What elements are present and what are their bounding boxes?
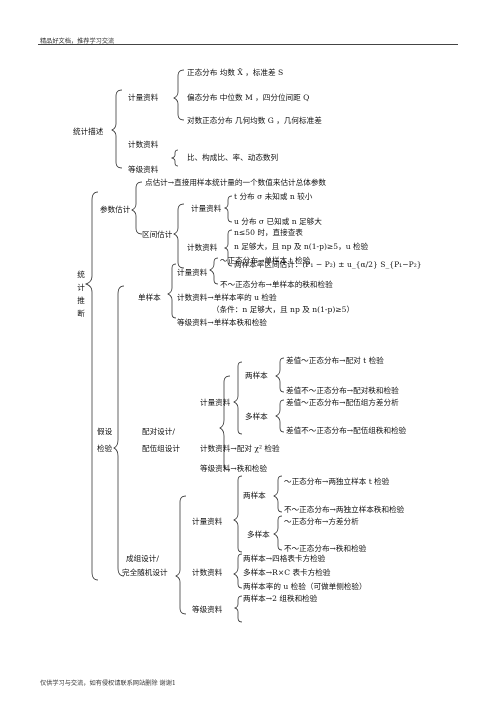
g-t1: ～正态分布→两独立样本 t 检验	[284, 477, 390, 486]
infer-root: 统 计 推 断	[76, 268, 86, 320]
p-m2: 差值不～正态分布→配伍组秩和检验	[286, 426, 407, 435]
header-rule	[38, 44, 458, 45]
interval: 区间估计	[142, 230, 173, 239]
g-m2: 不～正态分布→秩和检验	[284, 544, 367, 553]
param: 参数估计	[100, 205, 131, 214]
single: 单样本	[138, 293, 161, 302]
p-m1: 差值～正态分布→配伍组方差分析	[286, 398, 399, 407]
iv-c3: 两样本率区间估计：(P₁ − P₂) ± u_{α/2} S_{P₁−P₂}	[234, 260, 422, 269]
p-multi: 多样本	[245, 412, 268, 421]
g-count: 计数资料	[192, 568, 223, 577]
s-measure: 计量资料	[177, 268, 208, 277]
infer-root-char: 统	[77, 270, 85, 279]
g-measure: 计量资料	[192, 517, 223, 526]
infer-root-char: 计	[77, 283, 85, 292]
s-m2: 不～正态分布→单样本的秩和检验	[220, 280, 333, 289]
iv-measure: 计量资料	[191, 204, 222, 213]
infer-root-char: 断	[77, 309, 85, 318]
hyp-label-2: 检验	[97, 444, 113, 453]
group-label-1: 成组设计/	[126, 554, 159, 563]
p-t1: 差值～正态分布→配对 t 检验	[286, 356, 384, 365]
g-rank: 等级资料	[192, 605, 223, 614]
p-rank: 等级资料→秩和检验	[200, 464, 268, 473]
p-count: 计数资料→配对 χ² 检验	[200, 444, 280, 453]
s-note: （条件：n 足够大，且 np 及 n(1-p)≥5）	[212, 305, 355, 314]
desc-m1: 正态分布 均数 X̄ ，标准差 S	[187, 68, 284, 77]
g-c2: 多样本→R×C 表卡方检验	[243, 568, 331, 577]
page-footer: 仅供学习与交流，如有侵权请联系网站删除 谢谢1	[40, 680, 176, 687]
g-c3: 两样本率的 u 检验（可做单侧检验）	[243, 582, 367, 591]
desc-rank: 等级资料	[128, 165, 159, 174]
group-label-2: 完全随机设计	[122, 568, 168, 577]
p-t2: 差值不～正态分布→配对秩和检验	[286, 386, 399, 395]
iv-count: 计数资料	[187, 243, 218, 252]
g-m1: ～正态分布→方差分析	[284, 517, 359, 526]
g-r1: 两样本→2 组秩和检验	[243, 594, 318, 603]
desc-measure: 计量资料	[128, 93, 159, 102]
iv-c1: n≤50 时，直接查表	[234, 228, 303, 237]
iv-u: u 分布 σ 已知或 n 足够大	[234, 217, 322, 226]
point-estimate: 点估计→直接用样本统计量的一个数值来估计总体参数	[145, 178, 327, 187]
g-two: 两样本	[243, 491, 266, 500]
g-t2: 不～正态分布→两独立样本秩和检验	[284, 505, 405, 514]
iv-c2: n 足够大，且 np 及 n(1-p)≥5，u 检验	[234, 242, 369, 251]
g-multi: 多样本	[247, 530, 270, 539]
desc-m2: 偏态分布 中位数 M ，四分位间距 Q	[187, 93, 310, 102]
infer-root-char: 推	[77, 296, 85, 305]
desc-c1: 比、构成比、率、动态数列	[187, 153, 279, 162]
iv-t: t 分布 σ 未知或 n 较小	[234, 192, 313, 201]
g-c1: 两样本→四格表卡方检验	[243, 554, 326, 563]
paired-label-2: 配伍组设计	[142, 444, 180, 453]
s-count: 计数资料→单样本率的 u 检验	[177, 293, 277, 302]
s-m1: ～正态分布→单样本 t 检验	[220, 256, 311, 265]
p-two: 两样本	[245, 371, 268, 380]
hyp-label-1: 假设	[97, 427, 113, 436]
paired-label-1: 配对设计/	[142, 427, 175, 436]
page-header: 精品好文档，推荐学习交流	[40, 38, 115, 45]
p-measure: 计量资料	[200, 398, 231, 407]
desc-count: 计数资料	[128, 140, 159, 149]
s-rank: 等级资料→单样本秩和检验	[177, 318, 267, 327]
desc-m3: 对数正态分布 几何均数 G ，几何标准差	[187, 116, 322, 125]
desc-root: 统计描述	[73, 127, 104, 136]
